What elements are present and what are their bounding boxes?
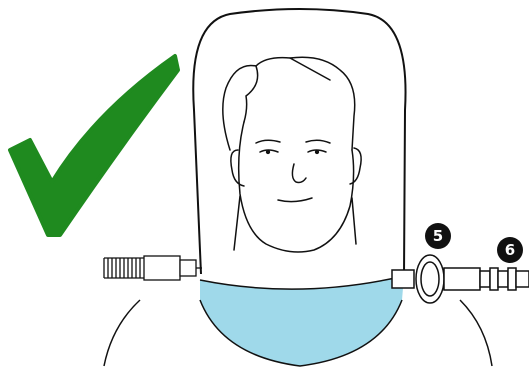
callout-6-label: 6 <box>505 241 515 259</box>
face <box>223 57 361 252</box>
callout-5: 5 <box>425 223 451 249</box>
callout-6: 6 <box>497 237 523 263</box>
neck-seal <box>200 276 404 366</box>
checkmark-icon <box>10 56 178 235</box>
callout-5-label: 5 <box>433 227 443 245</box>
left-hose <box>104 256 202 280</box>
helmet-hood <box>193 9 405 276</box>
